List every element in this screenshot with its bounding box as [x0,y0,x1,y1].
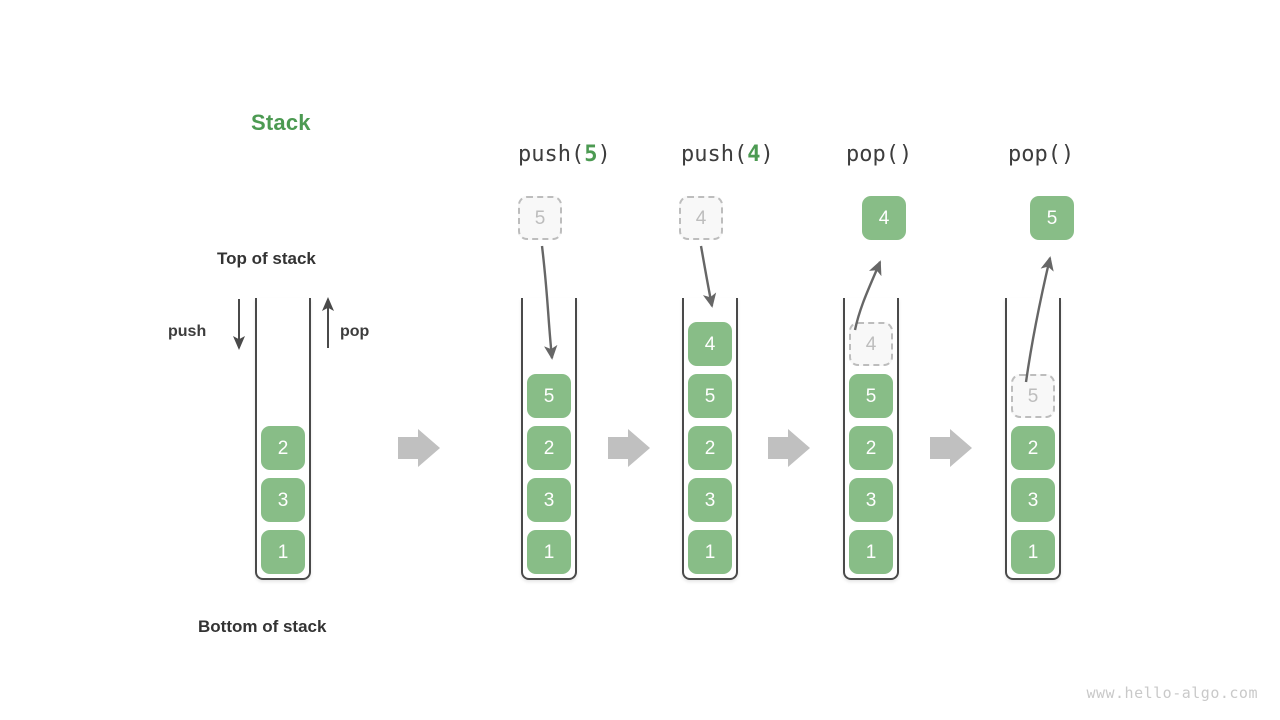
vacated-slot-pop-1: 4 [849,322,893,366]
stack-cell: 1 [261,530,305,574]
transition-arrow-icon [608,429,650,467]
stack-cell: 4 [688,322,732,366]
stack-cell: 3 [261,478,305,522]
transition-arrow-icon [930,429,972,467]
stack-cell: 5 [849,374,893,418]
stack-cell: 2 [849,426,893,470]
column-header-push-4: push(4) [681,142,774,167]
stack-cell: 2 [527,426,571,470]
stack-cell: 3 [527,478,571,522]
stack-cell: 3 [849,478,893,522]
header-fn-close: ) [898,142,913,167]
floating-element-push-4: 4 [679,196,723,240]
header-arg: 4 [747,142,761,167]
header-fn-open: pop( [1008,142,1061,167]
header-fn-open: push( [681,142,748,167]
column-header-pop-2: pop() [1008,142,1074,167]
column-header-pop-1: pop() [846,142,912,167]
stack-cell: 2 [688,426,732,470]
pop-label: pop [340,323,370,340]
stack-cell: 1 [527,530,571,574]
stack-cell: 1 [1011,530,1055,574]
top-of-stack-label: Top of stack [217,249,316,268]
header-fn-close: ) [597,142,611,167]
push-4-motion-arrow-icon [699,245,717,308]
stack-container-pop-2 [1005,298,1061,580]
header-fn-close: ) [1060,142,1075,167]
stack-container-push-4 [682,298,738,580]
popped-element-pop-2: 5 [1030,196,1074,240]
watermark: www.hello-algo.com [1086,684,1258,702]
stack-cell: 5 [688,374,732,418]
stack-cell: 1 [688,530,732,574]
popped-element-pop-1: 4 [862,196,906,240]
column-header-push-5: push(5) [518,142,611,167]
stack-cell: 3 [688,478,732,522]
stack-container-initial [255,298,311,580]
stack-container-push-5 [521,298,577,580]
stack-cell: 5 [527,374,571,418]
stack-container-pop-1 [843,298,899,580]
stack-cell: 1 [849,530,893,574]
floating-element-push-5: 5 [518,196,562,240]
transition-arrow-icon [398,429,440,467]
push-label: push [168,323,207,340]
bottom-of-stack-label: Bottom of stack [198,617,327,636]
stack-cell: 2 [1011,426,1055,470]
header-fn-open: pop( [846,142,899,167]
transition-arrow-icon [768,429,810,467]
stack-cell: 2 [261,426,305,470]
page-title: Stack [251,110,311,135]
header-arg: 5 [584,142,598,167]
header-fn-close: ) [760,142,774,167]
vacated-slot-pop-2: 5 [1011,374,1055,418]
stack-cell: 3 [1011,478,1055,522]
header-fn-open: push( [518,142,585,167]
